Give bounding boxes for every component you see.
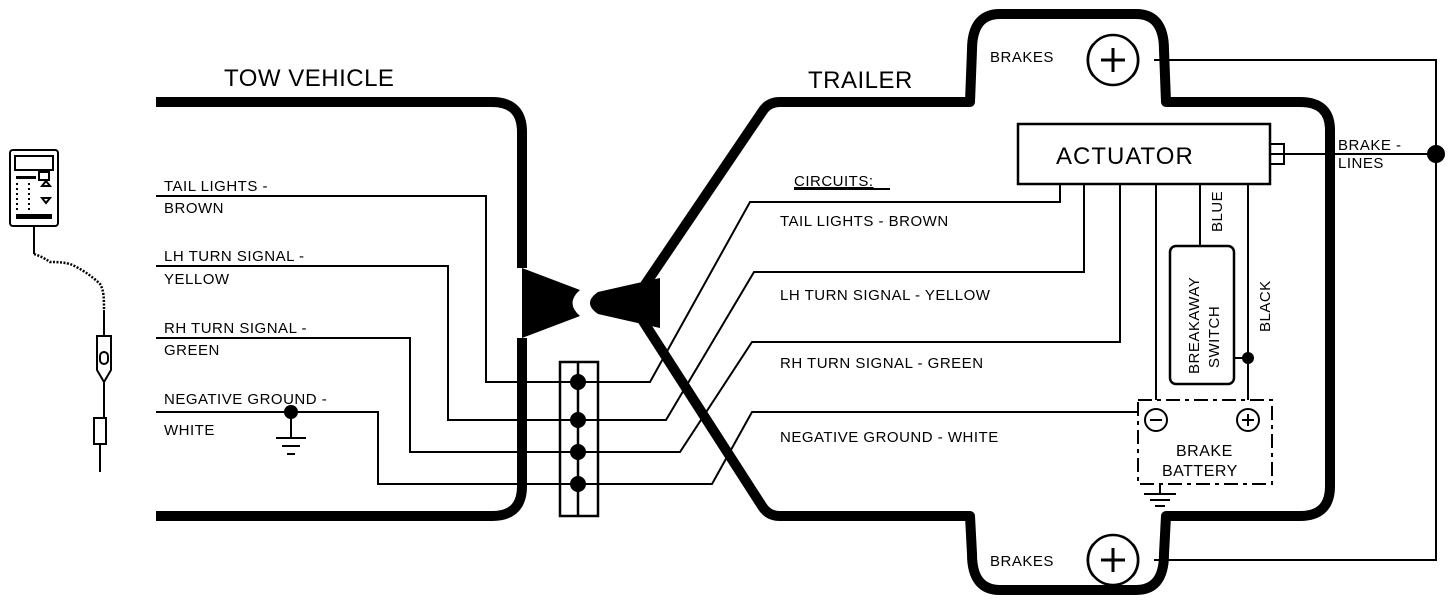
brake-drum-icon (1086, 33, 1140, 87)
circuit-tail: TAIL LIGHTS - BROWN (780, 213, 949, 230)
tester-handheld-icon (9, 149, 112, 472)
circuit-lh: LH TURN SIGNAL - YELLOW (780, 287, 991, 304)
wire-label-tail-1: TAIL LIGHTS - (164, 178, 268, 195)
power-wires (1155, 184, 1254, 400)
breakaway-label-2: SWITCH (1206, 306, 1223, 368)
tow-vehicle-label: TOW VEHICLE (224, 65, 394, 92)
trailer-label: TRAILER (808, 67, 913, 94)
wire-label-lh-1: LH TURN SIGNAL - (164, 248, 305, 265)
trailer-outline (627, 9, 1335, 595)
brake-drum-icon (1086, 533, 1140, 587)
blue-wire-label: BLUE (1209, 191, 1226, 232)
actuator-label: ACTUATOR (1056, 143, 1194, 170)
wire-label-lh-2: YELLOW (164, 271, 230, 288)
brake-battery (1137, 399, 1273, 507)
brakes-top-label: BRAKES (990, 49, 1054, 66)
brake-lines-label-2: LINES (1338, 155, 1384, 172)
wire-label-rh-1: RH TURN SIGNAL - (164, 320, 307, 337)
battery-label-2: BATTERY (1162, 463, 1238, 480)
ground-symbol-icon (276, 437, 306, 455)
black-wire-label: BLACK (1257, 280, 1274, 332)
wire-label-tail-2: BROWN (164, 200, 224, 217)
trailer-wires (578, 184, 1138, 485)
wiring-connector (558, 360, 600, 518)
wire-label-ground-2: WHITE (164, 422, 215, 439)
wire-label-rh-2: GREEN (164, 342, 220, 359)
vehicle-wires (156, 195, 578, 485)
brakes-bottom-label: BRAKES (990, 553, 1054, 570)
circuit-ground: NEGATIVE GROUND - WHITE (780, 429, 999, 446)
brake-lines-label-1: BRAKE - (1338, 137, 1402, 154)
circuits-heading: CIRCUITS: (794, 173, 874, 190)
breakaway-switch (1168, 244, 1236, 386)
wire-label-ground-1: NEGATIVE GROUND - (164, 391, 327, 408)
circuit-rh: RH TURN SIGNAL - GREEN (780, 355, 984, 372)
tow-vehicle-outline (156, 97, 527, 521)
breakaway-label-1: BREAKAWAY (1186, 277, 1203, 374)
battery-label-1: BRAKE (1176, 443, 1233, 460)
brake-lines (1154, 59, 1445, 561)
hitch-coupler (522, 268, 580, 338)
